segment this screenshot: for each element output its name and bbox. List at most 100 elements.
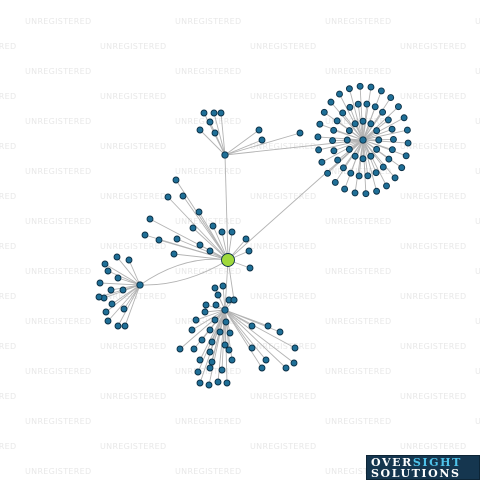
leaf-node[interactable] bbox=[172, 176, 180, 184]
leaf-node[interactable] bbox=[398, 164, 406, 172]
leaf-node[interactable] bbox=[206, 118, 214, 126]
leaf-node[interactable] bbox=[179, 192, 187, 200]
leaf-node[interactable] bbox=[225, 346, 233, 354]
leaf-node[interactable] bbox=[351, 152, 359, 160]
leaf-node[interactable] bbox=[219, 282, 227, 290]
leaf-node[interactable] bbox=[394, 103, 402, 111]
leaf-node[interactable] bbox=[107, 286, 115, 294]
leaf-node[interactable] bbox=[101, 260, 109, 268]
leaf-node[interactable] bbox=[196, 379, 204, 387]
leaf-node[interactable] bbox=[404, 139, 412, 147]
leaf-node[interactable] bbox=[155, 236, 163, 244]
leaf-node[interactable] bbox=[202, 301, 210, 309]
leaf-node[interactable] bbox=[339, 164, 347, 172]
leaf-node[interactable] bbox=[362, 190, 370, 198]
leaf-node[interactable] bbox=[196, 241, 204, 249]
leaf-node[interactable] bbox=[214, 378, 222, 386]
leaf-node[interactable] bbox=[339, 109, 347, 117]
leaf-node[interactable] bbox=[373, 145, 381, 153]
leaf-node[interactable] bbox=[282, 364, 290, 372]
leaf-node[interactable] bbox=[258, 136, 266, 144]
leaf-node[interactable] bbox=[216, 328, 224, 336]
leaf-node[interactable] bbox=[200, 109, 208, 117]
leaf-node[interactable] bbox=[403, 126, 411, 134]
leaf-node[interactable] bbox=[218, 228, 226, 236]
hub-node[interactable] bbox=[221, 151, 229, 159]
leaf-node[interactable] bbox=[114, 322, 122, 330]
leaf-node[interactable] bbox=[400, 114, 408, 122]
leaf-node[interactable] bbox=[367, 83, 375, 91]
leaf-node[interactable] bbox=[206, 247, 214, 255]
leaf-node[interactable] bbox=[195, 208, 203, 216]
leaf-node[interactable] bbox=[228, 228, 236, 236]
leaf-node[interactable] bbox=[371, 103, 379, 111]
leaf-node[interactable] bbox=[248, 344, 256, 352]
leaf-node[interactable] bbox=[336, 90, 343, 98]
leaf-node[interactable] bbox=[388, 125, 396, 133]
leaf-node[interactable] bbox=[173, 235, 181, 243]
leaf-node[interactable] bbox=[114, 274, 122, 282]
leaf-node[interactable] bbox=[320, 108, 328, 116]
leaf-node[interactable] bbox=[221, 341, 229, 349]
leaf-node[interactable] bbox=[402, 152, 410, 160]
leaf-node[interactable] bbox=[210, 109, 218, 117]
leaf-node[interactable] bbox=[194, 368, 202, 376]
leaf-node[interactable] bbox=[264, 322, 272, 330]
leaf-node[interactable] bbox=[290, 359, 298, 367]
leaf-node[interactable] bbox=[324, 169, 332, 177]
leaf-node[interactable] bbox=[192, 316, 200, 324]
leaf-node[interactable] bbox=[359, 155, 367, 163]
leaf-node[interactable] bbox=[345, 85, 353, 93]
leaf-node[interactable] bbox=[119, 286, 127, 294]
leaf-node[interactable] bbox=[296, 129, 304, 137]
leaf-node[interactable] bbox=[364, 172, 372, 180]
leaf-node[interactable] bbox=[383, 182, 390, 190]
leaf-node[interactable] bbox=[198, 336, 206, 344]
leaf-node[interactable] bbox=[379, 163, 387, 171]
leaf-node[interactable] bbox=[228, 356, 236, 364]
leaf-node[interactable] bbox=[388, 146, 396, 154]
leaf-node[interactable] bbox=[330, 126, 338, 134]
leaf-node[interactable] bbox=[367, 120, 375, 128]
leaf-node[interactable] bbox=[315, 146, 323, 154]
leaf-node[interactable] bbox=[170, 250, 178, 258]
hub-node[interactable] bbox=[221, 306, 229, 314]
leaf-node[interactable] bbox=[206, 326, 214, 334]
leaf-node[interactable] bbox=[314, 133, 322, 141]
leaf-node[interactable] bbox=[389, 135, 397, 143]
leaf-node[interactable] bbox=[367, 152, 375, 160]
hub-node[interactable] bbox=[136, 281, 144, 289]
leaf-node[interactable] bbox=[343, 136, 351, 144]
leaf-node[interactable] bbox=[208, 338, 216, 346]
leaf-node[interactable] bbox=[359, 117, 367, 125]
leaf-node[interactable] bbox=[141, 231, 149, 239]
leaf-node[interactable] bbox=[345, 127, 353, 135]
leaf-node[interactable] bbox=[121, 322, 129, 330]
leaf-node[interactable] bbox=[316, 120, 324, 128]
leaf-node[interactable] bbox=[372, 169, 380, 177]
leaf-node[interactable] bbox=[196, 356, 204, 364]
leaf-node[interactable] bbox=[205, 381, 213, 389]
leaf-node[interactable] bbox=[218, 366, 226, 374]
leaf-node[interactable] bbox=[201, 308, 209, 316]
leaf-node[interactable] bbox=[318, 158, 326, 166]
leaf-node[interactable] bbox=[355, 172, 363, 180]
leaf-node[interactable] bbox=[206, 364, 214, 372]
leaf-node[interactable] bbox=[351, 189, 359, 197]
leaf-node[interactable] bbox=[230, 296, 238, 304]
leaf-node[interactable] bbox=[377, 87, 385, 95]
leaf-node[interactable] bbox=[102, 308, 110, 316]
leaf-node[interactable] bbox=[276, 328, 284, 336]
leaf-node[interactable] bbox=[379, 108, 387, 116]
leaf-node[interactable] bbox=[345, 145, 353, 153]
leaf-node[interactable] bbox=[95, 293, 103, 301]
leaf-node[interactable] bbox=[212, 301, 220, 309]
leaf-node[interactable] bbox=[164, 193, 172, 201]
leaf-node[interactable] bbox=[262, 356, 270, 364]
leaf-node[interactable] bbox=[333, 117, 341, 125]
central-node[interactable] bbox=[221, 253, 235, 267]
leaf-node[interactable] bbox=[291, 344, 299, 352]
leaf-node[interactable] bbox=[330, 147, 338, 155]
leaf-node[interactable] bbox=[146, 215, 154, 223]
leaf-node[interactable] bbox=[327, 98, 335, 106]
